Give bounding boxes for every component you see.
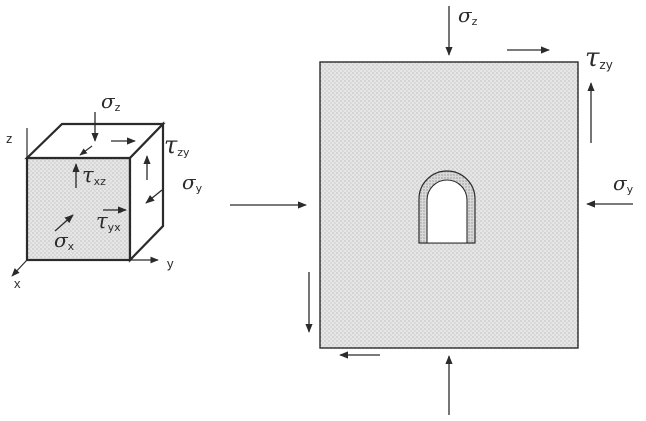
x-axis-label: x — [14, 276, 21, 291]
y-axis-label: y — [167, 256, 174, 271]
cube-sigma-y-label: σy — [182, 170, 203, 195]
cube-top-diagonal-arrow — [79, 145, 93, 156]
plate-tau-zy-label: τzy — [585, 43, 613, 73]
x-axis — [11, 259, 28, 277]
cube-tau-yx-label: τyx — [96, 209, 121, 234]
cube-sigma-x-label: σx — [54, 228, 75, 253]
cube-front-face — [25, 156, 132, 262]
plate-sigma-z-label: σz — [458, 3, 478, 28]
stress-cube: z y x σz τzy τxz σy τyx — [6, 89, 203, 291]
cube-sigma-y-arrow — [145, 189, 163, 204]
cube-right-face — [128, 121, 165, 263]
cube-tau-zy-label: τzy — [164, 131, 190, 159]
cube-sigma-x-arrow — [54, 214, 74, 232]
tunnel-opening — [426, 179, 468, 244]
plate-sigma-y-label: σy — [613, 171, 634, 196]
loaded-plate: σz τzy σy — [230, 3, 634, 415]
cube-tau-xz-label: τxz — [82, 163, 106, 188]
z-axis-label: z — [6, 131, 13, 146]
cube-sigma-z-label: σz — [101, 89, 121, 114]
